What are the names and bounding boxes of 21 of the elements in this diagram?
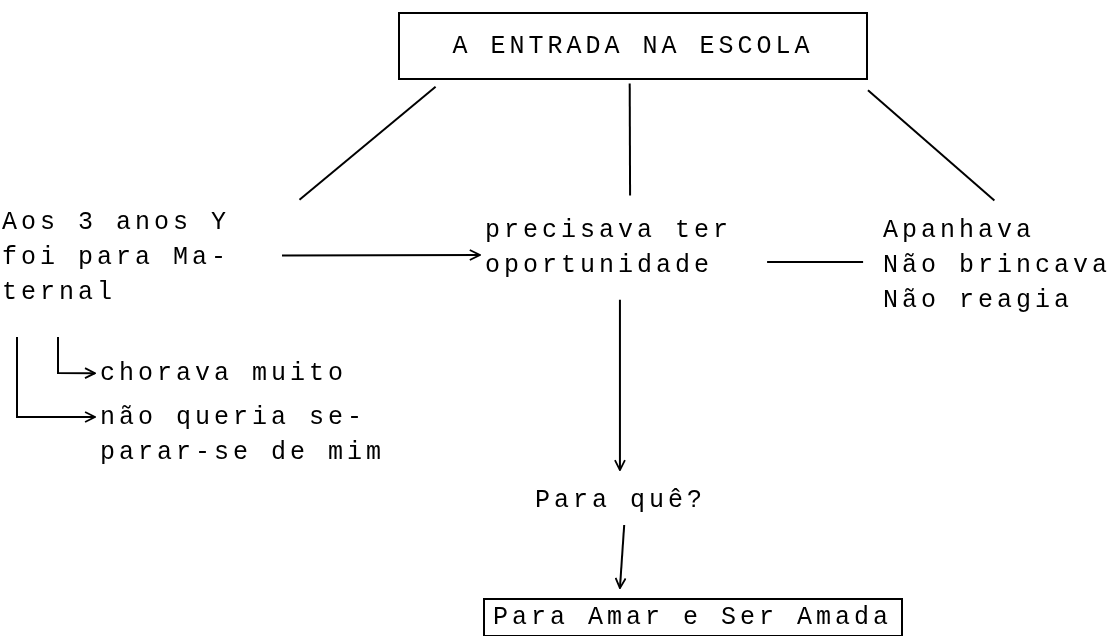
- connector-line: [298, 85, 437, 201]
- arrow: [281, 249, 481, 261]
- node-text: Não brincava: [883, 250, 1112, 282]
- title-box: [483, 598, 903, 636]
- arrow: [16, 336, 97, 423]
- node-text: Aos 3 anos Y foi para Ma- ternal: [2, 207, 232, 309]
- node-text: Não reagia: [883, 285, 1074, 317]
- node-text: Para quê?: [535, 485, 706, 517]
- connector-line: [628, 82, 632, 197]
- arrow: [614, 298, 626, 472]
- node-text: não queria se- parar-se de mim: [100, 402, 387, 469]
- title-box: [398, 12, 868, 80]
- node-text: A ENTRADA NA ESCOLA: [452, 30, 814, 63]
- node-text: chorava muito: [100, 358, 348, 390]
- node-text: Para Amar e Ser Amada: [493, 602, 893, 634]
- arrow: [614, 524, 627, 590]
- connector-line: [867, 89, 996, 202]
- node-text: precisava ter oportunidade: [485, 215, 734, 282]
- node-text: Apanhava: [883, 215, 1036, 247]
- connector-line: [766, 261, 865, 264]
- arrow: [57, 336, 96, 379]
